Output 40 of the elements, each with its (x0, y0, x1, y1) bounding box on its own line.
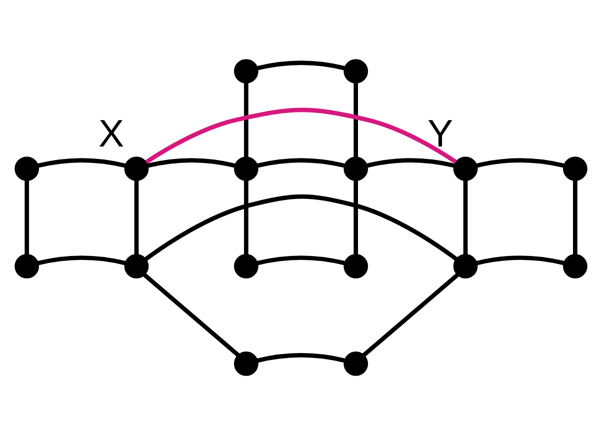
connector (476, 255, 564, 265)
connector (134, 180, 139, 254)
connector (362, 272, 460, 356)
node-circle (234, 58, 258, 83)
node-circle (14, 254, 40, 278)
connector (366, 158, 454, 168)
connector (476, 158, 564, 168)
node-circle (344, 58, 368, 83)
connector (256, 352, 345, 362)
connector (573, 180, 578, 254)
node-circle (344, 254, 368, 278)
node-circle (344, 351, 368, 376)
connector (256, 255, 345, 265)
node-circle (14, 156, 40, 180)
connector (142, 272, 240, 356)
connector (38, 158, 126, 168)
connector (244, 180, 248, 254)
connector (256, 158, 345, 168)
node-circle (234, 351, 258, 376)
connector (244, 82, 248, 157)
connector (24, 180, 29, 254)
connector (463, 180, 468, 254)
node-circle (124, 254, 149, 278)
connector (145, 107, 458, 164)
connector (38, 255, 126, 265)
connector (354, 180, 358, 254)
node-label: Y (427, 112, 454, 155)
node-circle (344, 156, 368, 180)
node-circle (453, 254, 478, 278)
node-circle (453, 156, 478, 180)
connector (354, 82, 358, 157)
connector (256, 60, 345, 70)
node-label: X (98, 112, 124, 155)
node-circle (124, 156, 149, 180)
node-circle (234, 254, 258, 278)
connector (147, 158, 236, 168)
node-circle (234, 156, 258, 180)
node-circle (562, 156, 588, 180)
connector (144, 194, 458, 260)
node-circle (562, 254, 588, 278)
